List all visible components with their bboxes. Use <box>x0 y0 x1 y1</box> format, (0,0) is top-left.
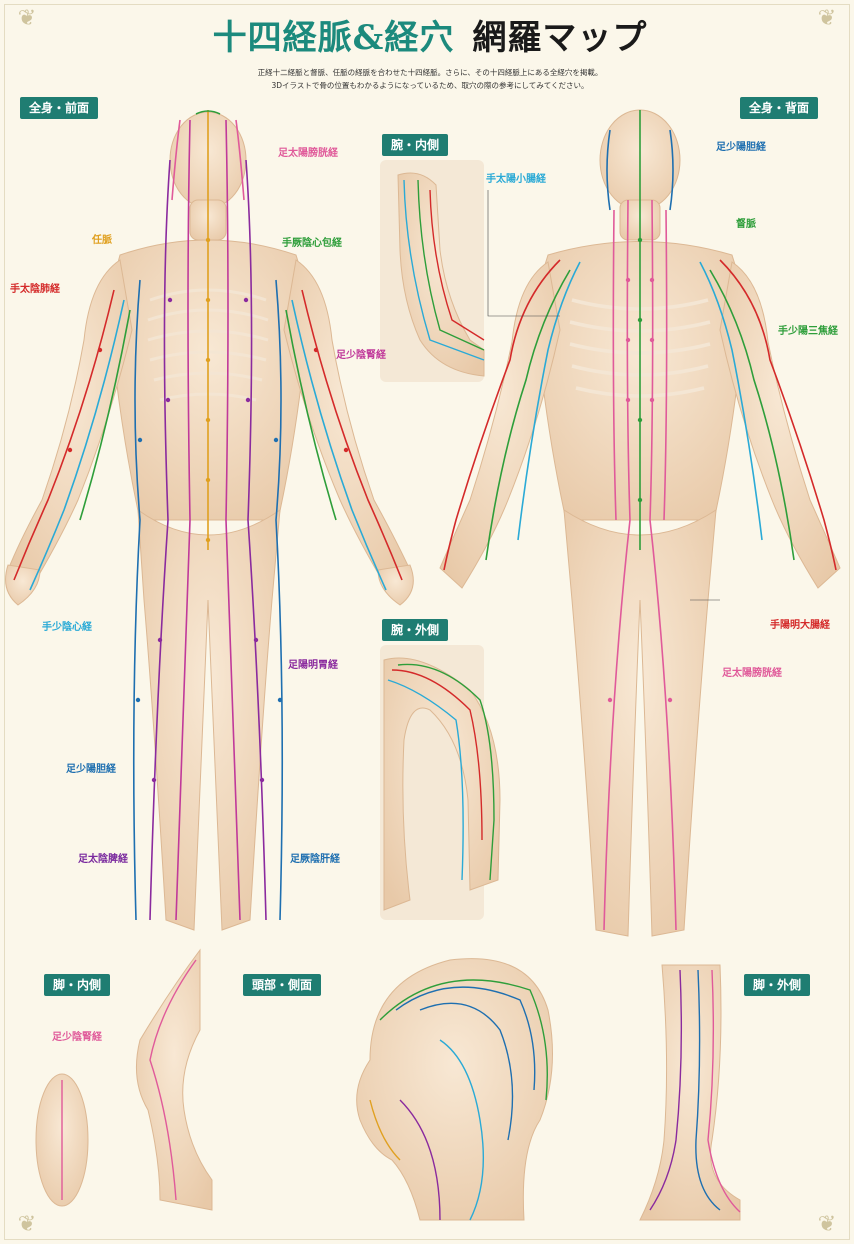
corner-ornament-icon: ❦ <box>817 6 837 31</box>
meridian-label-lung: 手太陰肺経 <box>10 284 60 295</box>
meridian-label-liver: 足厥陰肝経 <box>290 854 340 865</box>
page-subtitle: 正経十二経脈と督脈、任脈の経脈を合わせた十四経脈。さらに、その十四経脈上にある全… <box>210 66 650 92</box>
panel-label-leg-inner: 脚・内側 <box>44 974 111 996</box>
subtitle-line-1: 正経十二経脈と督脈、任脈の経脈を合わせた十四経脈。さらに、その十四経脈上にある全… <box>257 68 603 77</box>
meridian-label-bladder-back: 足太陽膀胱経 <box>722 668 782 679</box>
panel-label-arm-outer: 腕・外側 <box>382 619 449 641</box>
title-main: 十四経脈&経穴 <box>212 18 455 58</box>
meridian-label-pericardium: 手厥陰心包経 <box>282 238 342 249</box>
meridian-label-triple-burner: 手少陽三焦経 <box>778 326 838 337</box>
meridian-label-heart: 手少陰心経 <box>42 622 92 633</box>
meridian-label-kidney: 足少陰腎経 <box>336 350 386 361</box>
meridian-label-small-intestine: 手太陽小腸経 <box>486 174 546 185</box>
meridian-label-stomach: 足陽明胃経 <box>288 660 338 671</box>
corner-ornament-icon: ❦ <box>17 6 37 31</box>
meridian-label-bladder-front: 足太陽膀胱経 <box>278 148 338 159</box>
corner-ornament-icon: ❦ <box>817 1212 837 1237</box>
meridian-label-governor: 督脈 <box>736 219 756 230</box>
corner-ornament-icon: ❦ <box>17 1212 37 1237</box>
meridian-label-gallbladder-front: 足少陽胆経 <box>66 764 116 775</box>
meridian-label-gallbladder-back: 足少陽胆経 <box>716 142 766 153</box>
subtitle-line-2: 3Dイラストで骨の位置もわかるようになっているため、取穴の際の参考にしてみてくだ… <box>271 81 589 90</box>
meridian-label-large-intestine: 手陽明大腸経 <box>770 620 830 631</box>
panel-label-front: 全身・前面 <box>20 97 99 119</box>
front-body <box>5 111 414 931</box>
panel-label-leg-outer: 脚・外側 <box>744 974 811 996</box>
title-sub: 網羅マップ <box>472 18 648 58</box>
meridian-label-spleen: 足太陰脾経 <box>78 854 128 865</box>
poster-frame <box>4 4 850 1240</box>
page-title: 十四経脈&経穴網羅マップ <box>150 10 710 58</box>
panel-label-arm-inner: 腕・内側 <box>382 134 449 156</box>
panel-label-back: 全身・背面 <box>740 97 819 119</box>
panel-label-head-side: 頭部・側面 <box>243 974 322 996</box>
meridian-label-kidney-leg: 足少陰腎経 <box>52 1032 102 1043</box>
meridian-label-conception: 任脈 <box>92 235 112 246</box>
